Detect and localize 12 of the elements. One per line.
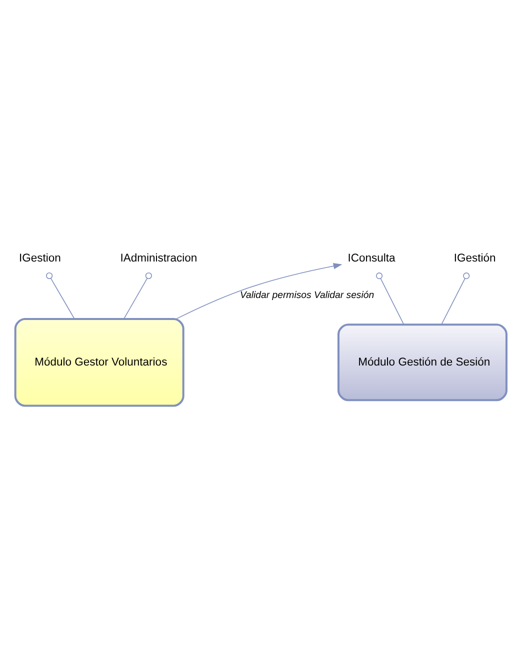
connector xyxy=(122,272,152,319)
connector xyxy=(46,272,74,319)
node-text: IGestión xyxy=(453,252,496,264)
connector xyxy=(440,272,470,324)
arrow xyxy=(176,262,342,319)
edge-label: Validar permisos Validar sesión xyxy=(240,289,374,300)
node-box: Módulo Gestión de Sesión xyxy=(336,323,507,401)
node-text: IGestion xyxy=(18,252,60,264)
node-text: IAdministracion xyxy=(120,252,197,264)
connector xyxy=(375,272,404,324)
node-text: IConsulta xyxy=(347,252,395,264)
node-box: Módulo Gestor Voluntarios xyxy=(14,317,184,406)
